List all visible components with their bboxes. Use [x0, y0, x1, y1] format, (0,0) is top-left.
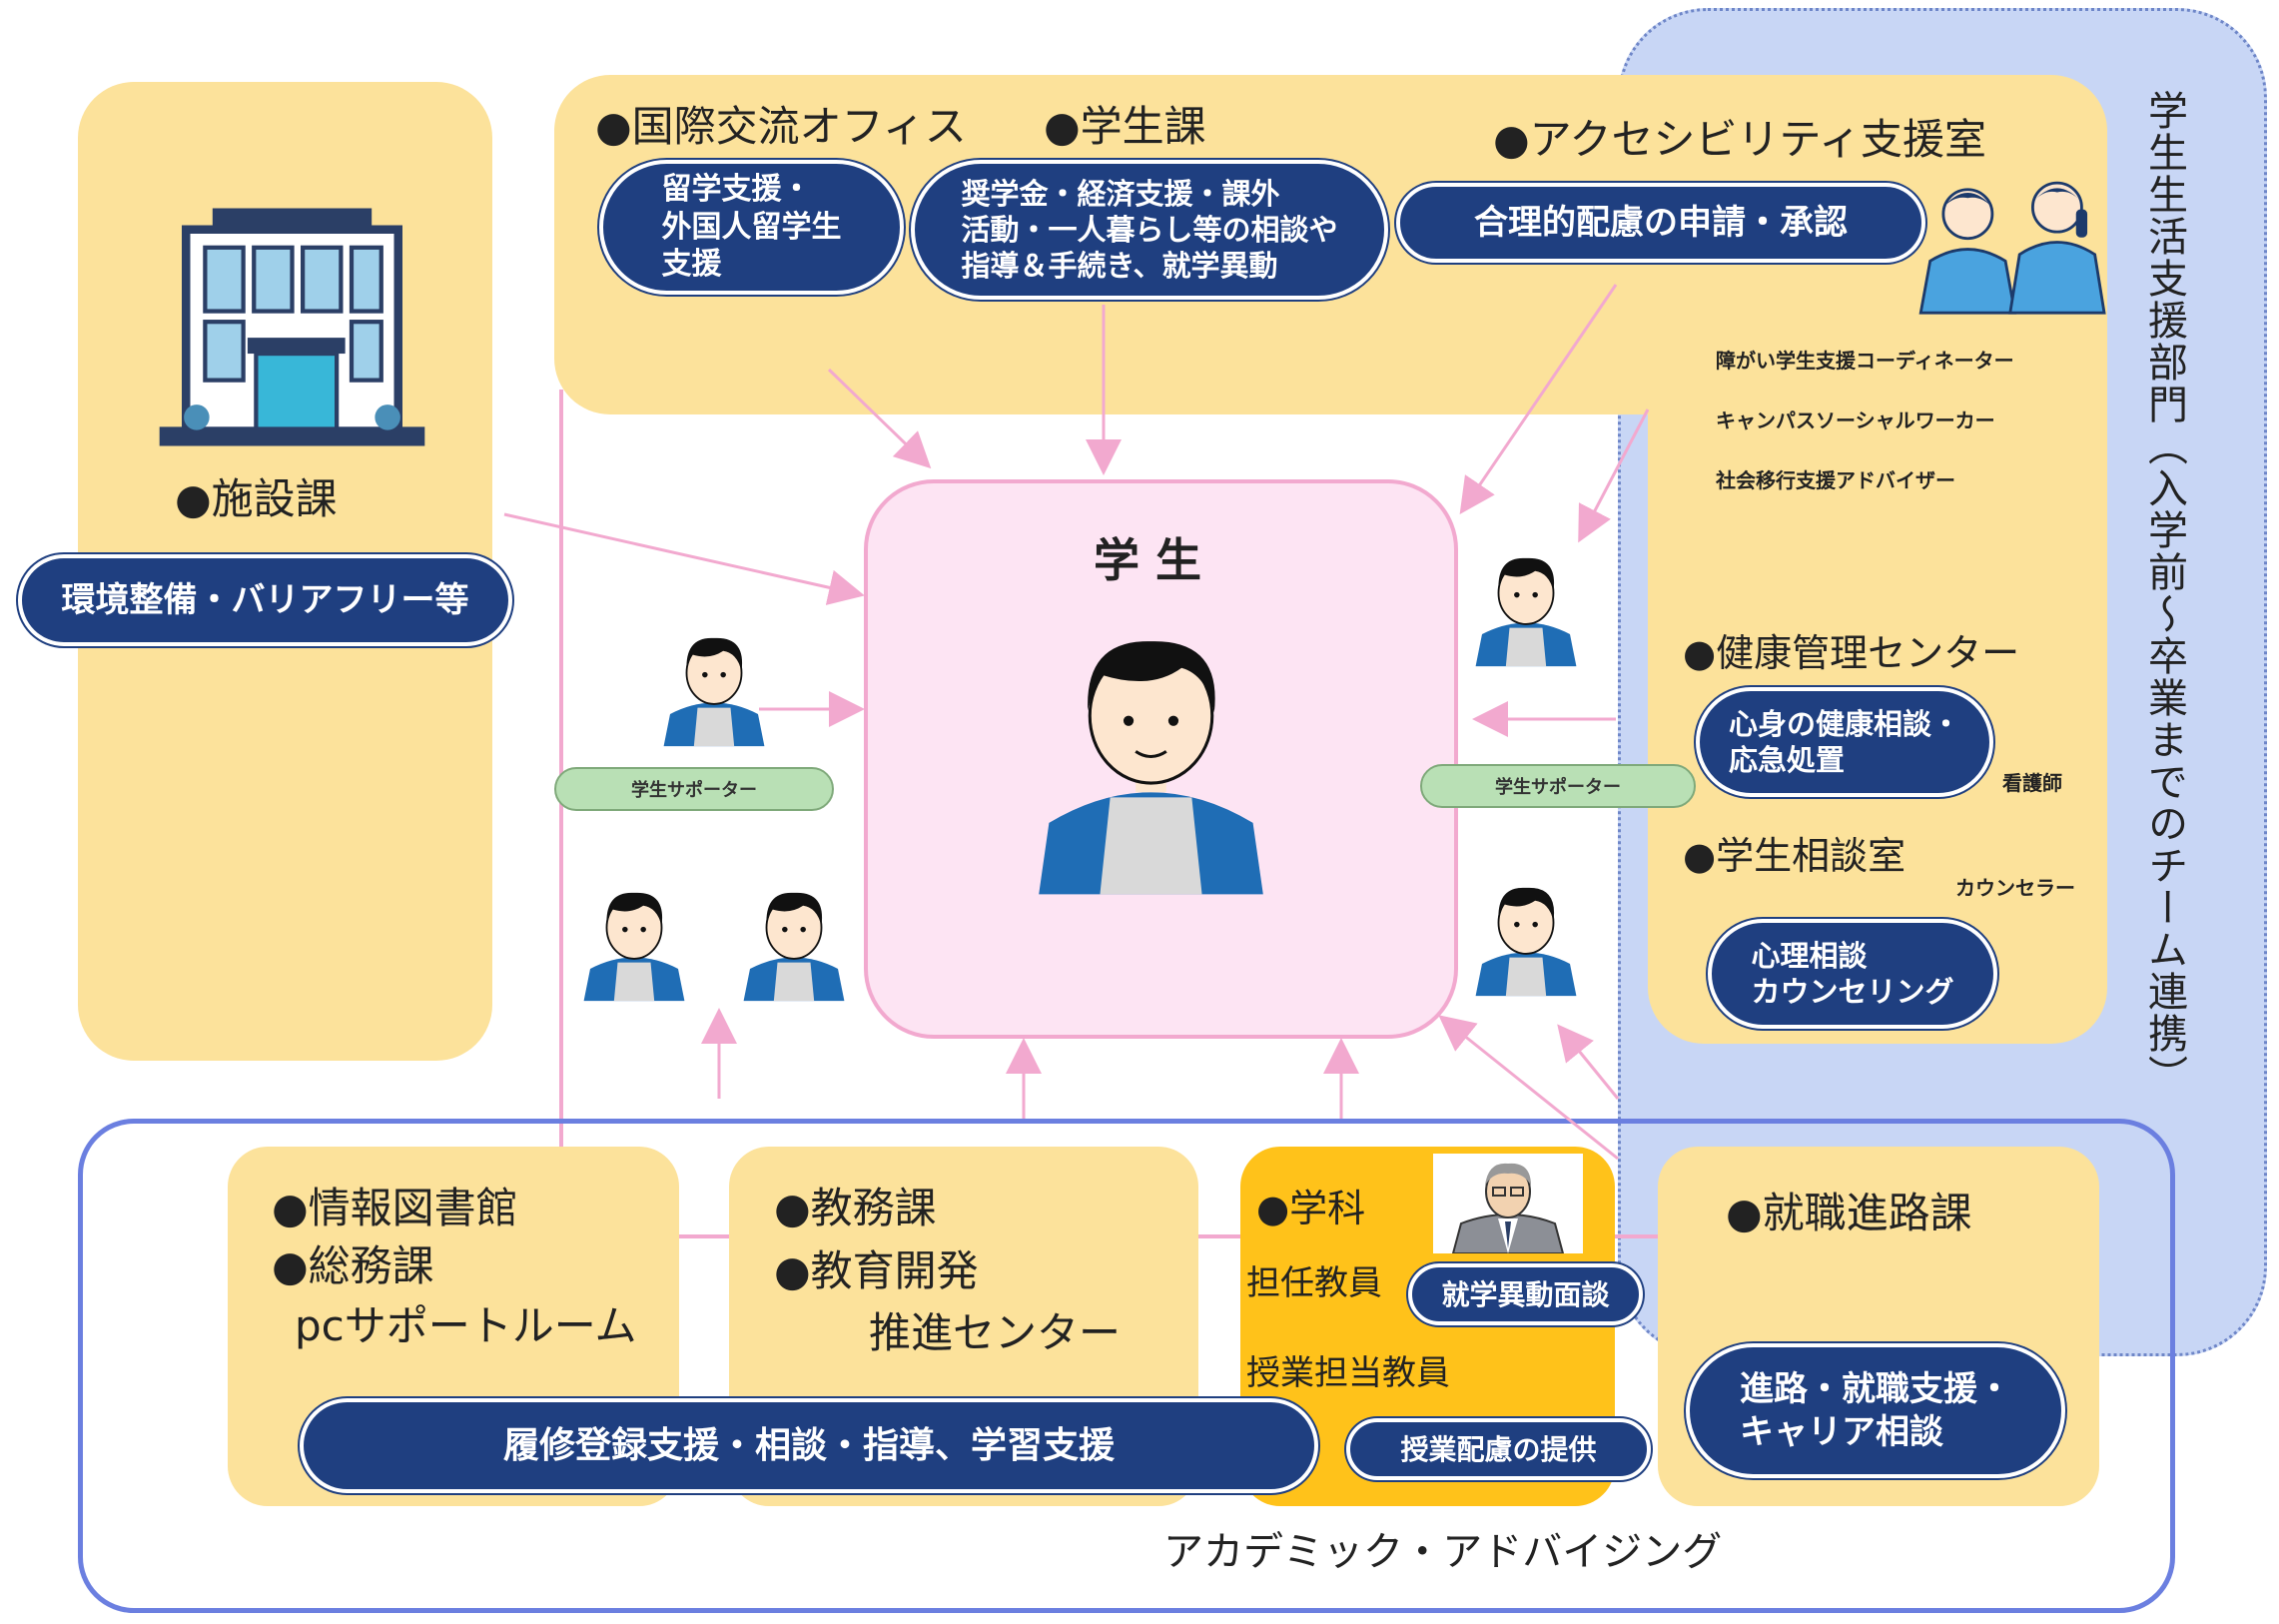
career-title: ●就職進路課 — [1726, 1189, 1972, 1237]
supporter-icon — [663, 637, 765, 747]
arrow-international — [827, 368, 932, 469]
staff-transition-advisor: 社会移行支援アドバイザー — [1716, 468, 1955, 492]
arrow-career — [1557, 1024, 1620, 1100]
arrow-facilities — [503, 512, 865, 605]
facilities-title: ●施設課 — [175, 474, 338, 523]
international-pill: 留学支援・ 外国人留学生 支援 — [599, 160, 904, 295]
staff-social-worker: キャンパスソーシャルワーカー — [1716, 408, 1995, 432]
academic-advising-frame — [78, 1119, 2175, 1613]
teacher-pill: 授業配慮の提供 — [1346, 1418, 1651, 1480]
course-support-pill: 履修登録支援・相談・指導、学習支援 — [300, 1398, 1318, 1493]
homeroom-label: 担任教員 — [1246, 1263, 1382, 1303]
homeroom-pill: 就学異動面談 — [1408, 1263, 1643, 1325]
course-support-pill-text: 履修登録支援・相談・指導、学習支援 — [502, 1425, 1115, 1466]
support-department-label: 学生生活支援部門（入学前～卒業までのチーム連携） — [2141, 90, 2187, 1097]
career-pill-text: 進路・就職支援・ キャリア相談 — [1740, 1369, 2011, 1452]
library-line1: ●情報図書館 — [272, 1184, 518, 1232]
center-title: 学 生 — [1094, 533, 1202, 587]
supporter-right-badge: 学生サポーター — [1420, 764, 1696, 808]
student-affairs-title: ●学生課 — [1044, 102, 1206, 151]
supporter-left-badge: 学生サポーター — [554, 767, 834, 811]
counseling-role: カウンセラー — [1955, 876, 2075, 900]
health-pill: 心身の健康相談・ 応急処置 — [1696, 687, 1993, 797]
health-pill-text: 心身の健康相談・ 応急処置 — [1728, 706, 1960, 777]
library-line3: pcサポートルーム — [295, 1301, 637, 1350]
homeroom-pill-text: 就学異動面談 — [1441, 1277, 1610, 1311]
academic-line3: 推進センター — [869, 1308, 1122, 1357]
building-icon — [159, 208, 425, 446]
staff-coordinator: 障がい学生支援コーディネーター — [1716, 349, 2014, 373]
arrow-coordinators — [1578, 408, 1650, 543]
international-pill-text: 留学支援・ 外国人留学生 支援 — [661, 172, 842, 283]
student-avatar-icon — [1039, 641, 1263, 895]
counseling-title: ●学生相談室 — [1683, 834, 1906, 878]
supporter-right-label: 学生サポーター — [1495, 777, 1621, 798]
arrow-dept-diagonal — [1438, 1015, 1619, 1161]
international-title: ●国際交流オフィス — [595, 102, 967, 151]
student-affairs-pill-text: 奨学金・経済支援・課外 活動・一人暮らし等の相談や 指導＆手続き、就学異動 — [961, 176, 1338, 284]
facilities-pill: 環境整備・バリアフリー等 — [18, 554, 512, 646]
supporter-icon — [743, 892, 845, 1002]
academic-line2: ●教育開発 — [774, 1246, 979, 1295]
accessibility-pill-text: 合理的配慮の申請・承認 — [1474, 202, 1848, 243]
health-title: ●健康管理センター — [1683, 631, 2020, 675]
academic-line1: ●教務課 — [774, 1184, 937, 1232]
teacher-icon — [1433, 1154, 1583, 1253]
accessibility-pill: 合理的配慮の申請・承認 — [1396, 183, 1925, 263]
supporter-icon — [1475, 557, 1577, 667]
supporter-icon — [1475, 887, 1577, 997]
department-title: ●学科 — [1256, 1187, 1366, 1230]
career-pill: 進路・就職支援・ キャリア相談 — [1686, 1343, 2065, 1478]
counseling-pill: 心理相談 カウンセリング — [1708, 919, 1997, 1029]
facilities-pill-text: 環境整備・バリアフリー等 — [61, 579, 469, 620]
teacher-pill-text: 授業配慮の提供 — [1400, 1432, 1597, 1466]
student-affairs-pill: 奨学金・経済支援・課外 活動・一人暮らし等の相談や 指導＆手続き、就学異動 — [911, 160, 1388, 300]
teacher-label: 授業担当教員 — [1246, 1353, 1450, 1393]
supporter-left-label: 学生サポーター — [631, 780, 757, 801]
accessibility-title: ●アクセシビリティ支援室 — [1493, 115, 1987, 164]
library-line2: ●総務課 — [272, 1241, 434, 1290]
counseling-pill-text: 心理相談 カウンセリング — [1751, 938, 1954, 1009]
supporter-icon — [583, 892, 685, 1002]
academic-advising-label: アカデミック・アドバイジング — [1163, 1529, 1723, 1575]
health-role: 看護師 — [2002, 771, 2062, 795]
staff-icon — [1918, 181, 2106, 315]
arrow-accessibility — [1459, 284, 1618, 514]
